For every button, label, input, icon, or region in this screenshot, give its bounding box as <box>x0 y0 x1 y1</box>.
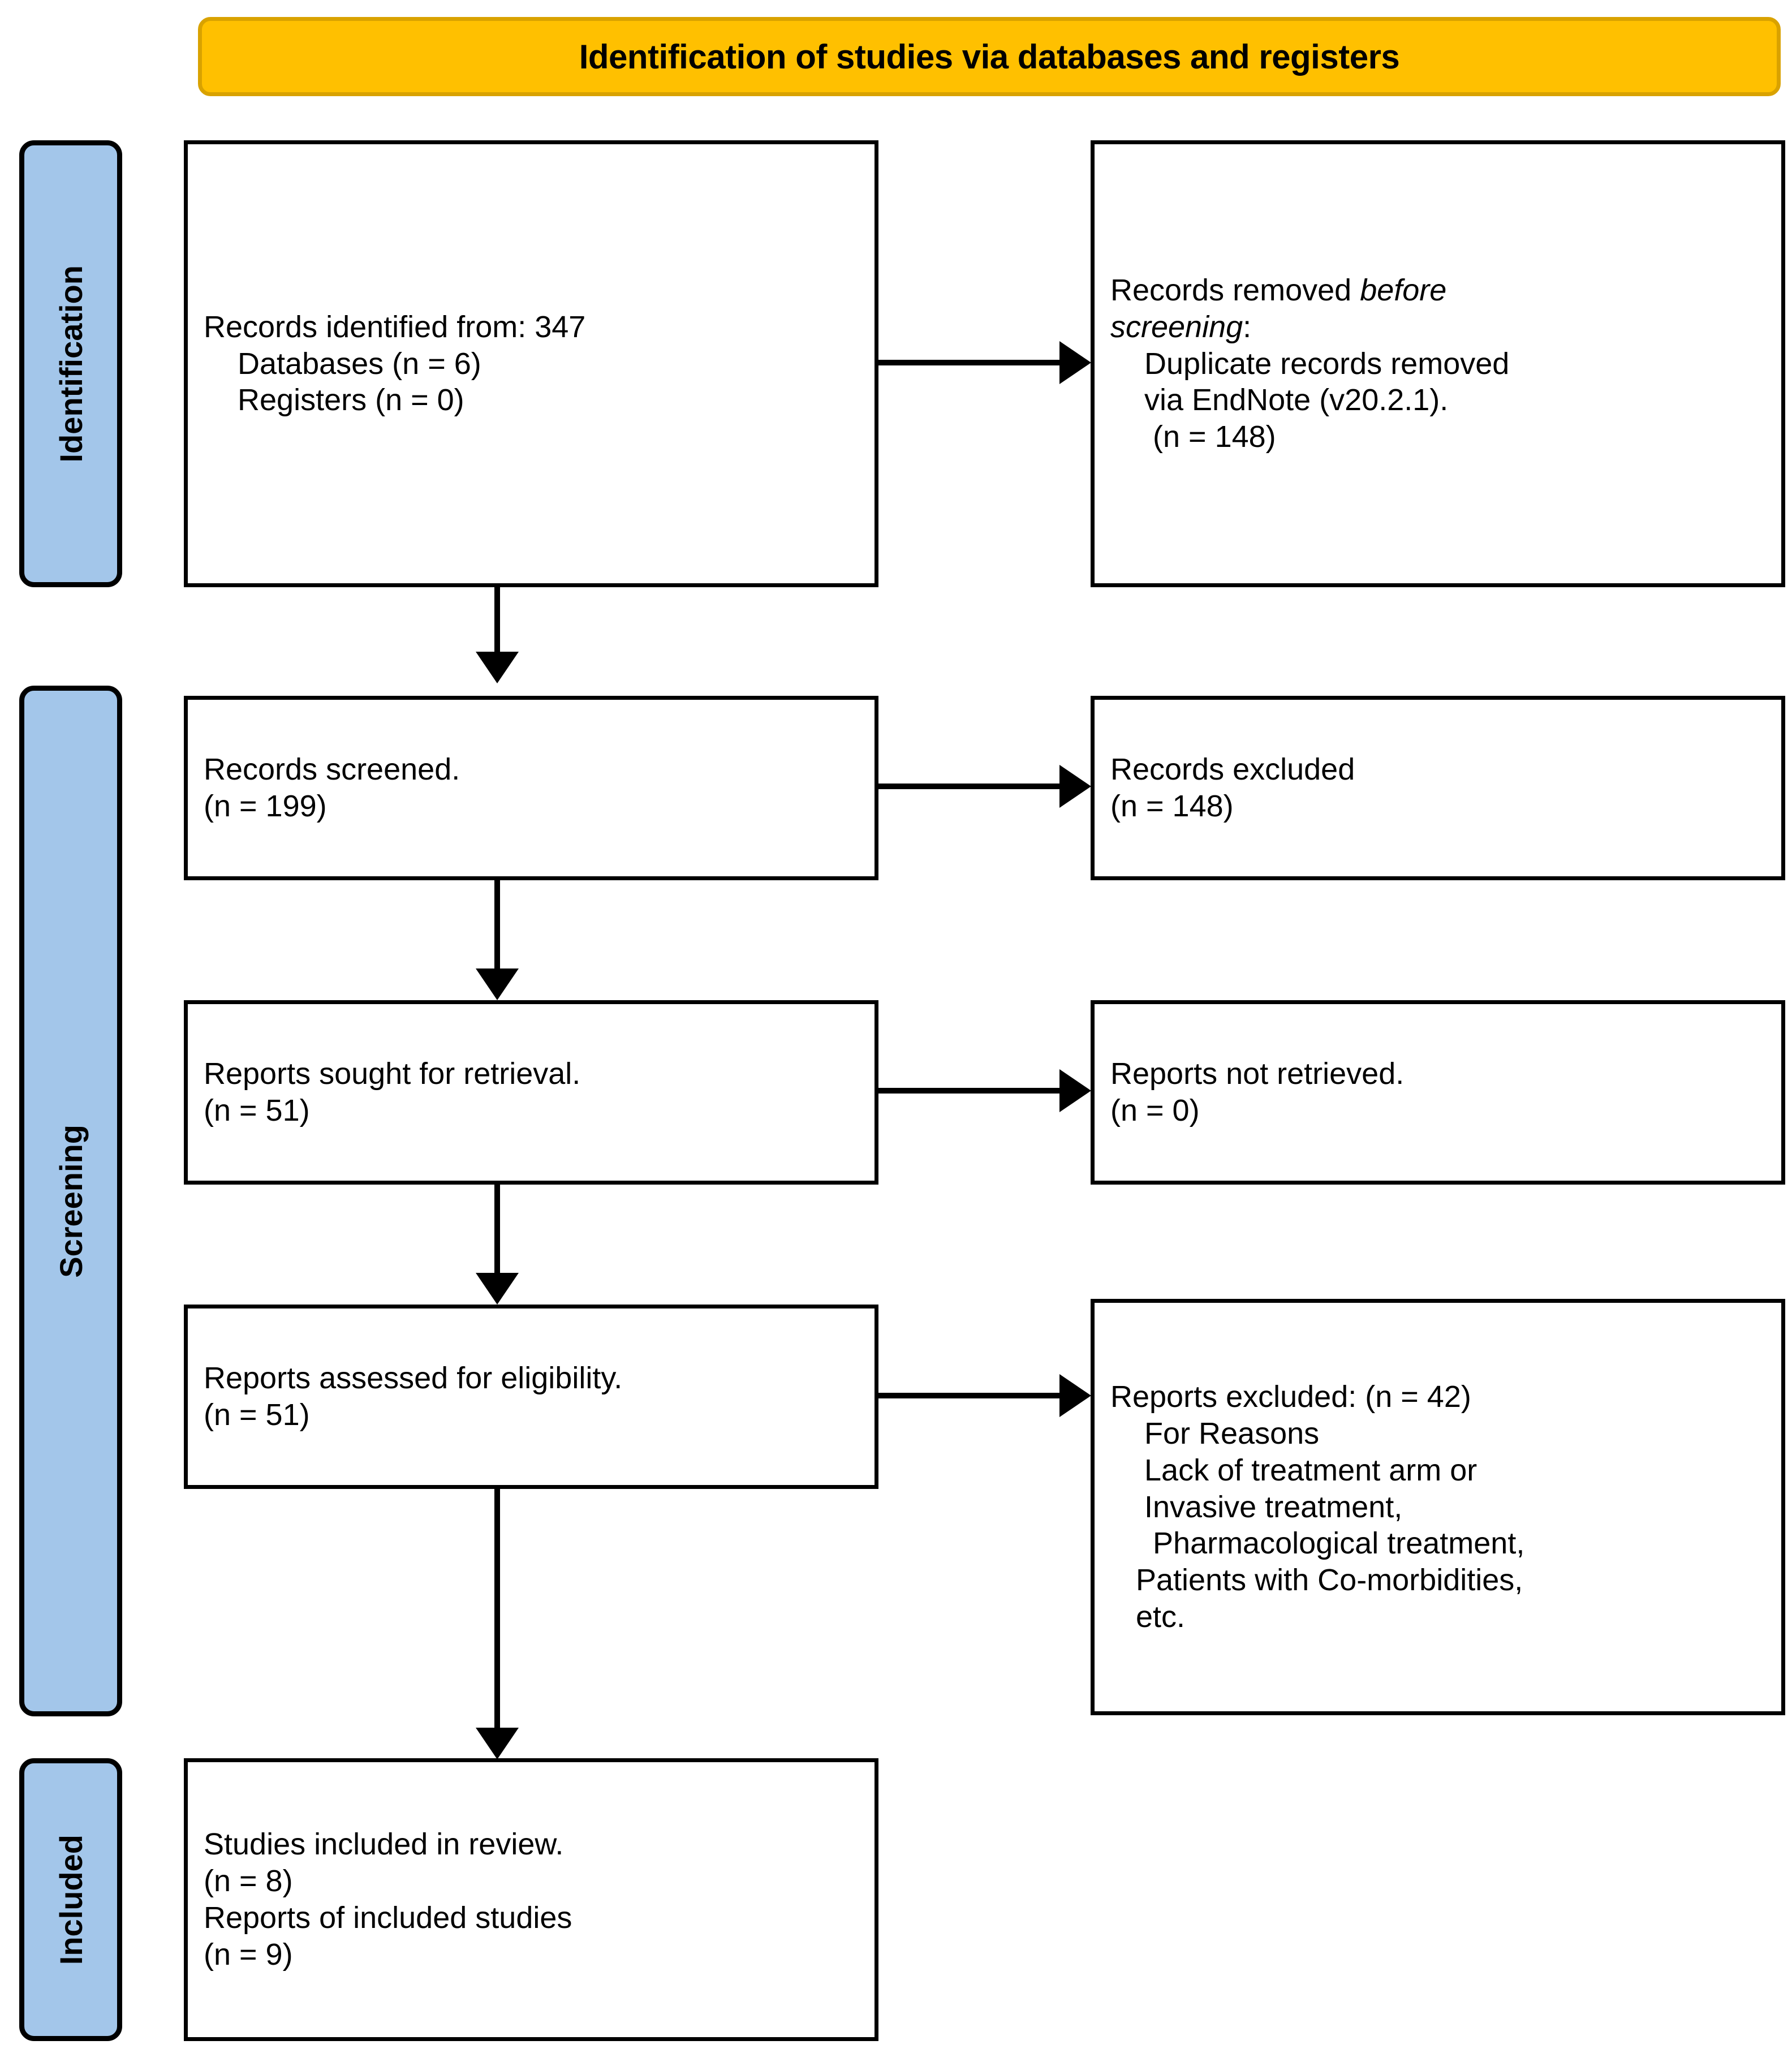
reports-sought-line-1: Reports sought for retrieval. <box>204 1057 581 1091</box>
box-reports-excluded: Reports excluded: (n = 42) For Reasons L… <box>1091 1299 1785 1715</box>
arrow-identified-to-screened-line <box>494 587 500 654</box>
records-removed-line-4: via EndNote (v20.2.1). <box>1110 383 1449 417</box>
diagram-title-banner: Identification of studies via databases … <box>198 17 1781 96</box>
records-identified-line-1: Records identified from: 347 <box>204 309 586 344</box>
records-excluded-line-2: (n = 148) <box>1110 789 1234 823</box>
arrow-identified-to-removed-line <box>878 360 1059 365</box>
box-reports-assessed: Reports assessed for eligibility. (n = 5… <box>184 1305 878 1489</box>
records-identified-line-3: Registers (n = 0) <box>204 383 464 417</box>
arrow-assessed-to-excluded-head <box>1059 1374 1091 1417</box>
reports-excluded-line-3: Lack of treatment arm or <box>1110 1453 1477 1487</box>
arrow-screened-to-excluded-head <box>1059 765 1091 808</box>
reports-excluded-line-1: Reports excluded: (n = 42) <box>1110 1380 1471 1414</box>
arrow-identified-to-removed-head <box>1059 341 1091 384</box>
records-removed-line-1-italic: before <box>1360 273 1447 307</box>
reports-not-retrieved-line-1: Reports not retrieved. <box>1110 1057 1405 1091</box>
arrow-sought-to-assessed-head <box>476 1273 519 1305</box>
box-reports-sought: Reports sought for retrieval. (n = 51) <box>184 1000 878 1185</box>
reports-assessed-line-1: Reports assessed for eligibility. <box>204 1361 623 1396</box>
arrow-sought-to-notretrieved-head <box>1059 1069 1091 1112</box>
reports-excluded-line-2: For Reasons <box>1110 1417 1320 1450</box>
arrow-screened-to-sought-head <box>476 968 519 1000</box>
records-excluded-line-1: Records excluded <box>1110 752 1355 787</box>
records-identified-line-2: Databases (n = 6) <box>204 346 481 381</box>
reports-excluded-line-7: etc. <box>1110 1599 1186 1634</box>
reports-excluded-line-4: Invasive treatment, <box>1110 1490 1403 1524</box>
box-records-identified: Records identified from: 347 Databases (… <box>184 140 878 587</box>
records-removed-line-3: Duplicate records removed <box>1110 346 1510 381</box>
reports-assessed-line-2: (n = 51) <box>204 1398 310 1432</box>
records-removed-line-1-normal: Records removed <box>1110 273 1360 307</box>
box-records-removed-before-screening: Records removed before screening: Duplic… <box>1091 140 1785 587</box>
arrow-screened-to-sought-line <box>494 880 500 971</box>
stage-label-screening: Screening <box>53 1124 89 1278</box>
reports-sought-line-2: (n = 51) <box>204 1094 310 1127</box>
stage-sidebar-identification: Identification <box>19 140 122 587</box>
reports-excluded-line-5: Pharmacological treatment, <box>1110 1526 1525 1561</box>
stage-label-identification: Identification <box>53 265 89 463</box>
arrow-sought-to-assessed-line <box>494 1185 500 1275</box>
arrow-assessed-to-excluded-line <box>878 1393 1059 1398</box>
arrow-identified-to-screened-head <box>476 652 519 683</box>
arrow-assessed-to-included-head <box>476 1728 519 1759</box>
studies-included-line-2: (n = 8) <box>204 1864 293 1899</box>
records-removed-line-2-italic: screening <box>1110 309 1243 344</box>
box-records-excluded: Records excluded (n = 148) <box>1091 696 1785 880</box>
page-title: Identification of studies via databases … <box>579 37 1400 76</box>
reports-excluded-line-6: Patients with Co-morbidities, <box>1110 1563 1523 1598</box>
reports-not-retrieved-line-2: (n = 0) <box>1110 1094 1200 1127</box>
records-removed-line-5: (n = 148) <box>1110 420 1276 454</box>
records-removed-line-2-normal: : <box>1243 309 1252 344</box>
box-reports-not-retrieved: Reports not retrieved. (n = 0) <box>1091 1000 1785 1185</box>
box-studies-included: Studies included in review. (n = 8) Repo… <box>184 1758 878 2041</box>
arrow-screened-to-excluded-line <box>878 784 1059 789</box>
records-removed-line-1: Records removed before <box>1110 272 1765 309</box>
arrow-sought-to-notretrieved-line <box>878 1088 1059 1094</box>
stage-sidebar-included: Included <box>19 1758 122 2041</box>
studies-included-line-3: Reports of included studies <box>204 1901 572 1935</box>
stage-sidebar-screening: Screening <box>19 686 122 1716</box>
stage-label-included: Included <box>53 1834 89 1965</box>
box-records-screened: Records screened. (n = 199) <box>184 696 878 880</box>
records-removed-line-2: screening: <box>1110 309 1765 346</box>
records-screened-line-2: (n = 199) <box>204 789 327 823</box>
arrow-assessed-to-included-line <box>494 1489 500 1730</box>
studies-included-line-1: Studies included in review. <box>204 1827 564 1862</box>
records-screened-line-1: Records screened. <box>204 752 460 787</box>
studies-included-line-4: (n = 9) <box>204 1937 293 1971</box>
